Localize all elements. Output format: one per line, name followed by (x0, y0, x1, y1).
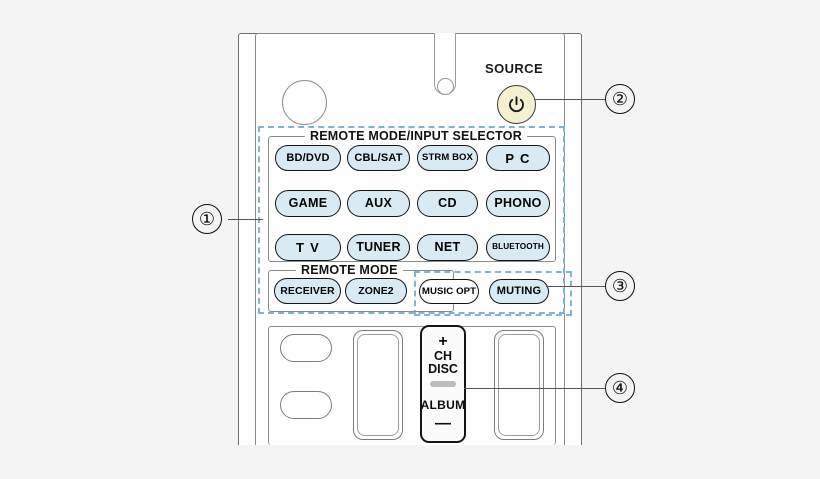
callout-2: ② (605, 84, 635, 114)
button-tuner[interactable]: TUNER (347, 234, 410, 261)
leader-line-2 (534, 99, 607, 100)
button-tv[interactable]: T V (275, 234, 341, 261)
ir-emitter-icon (437, 78, 454, 95)
button-pc[interactable]: P C (486, 145, 550, 171)
rocker-disc-label: DISC (428, 362, 458, 376)
bottom-rocker-left-inner (357, 334, 399, 436)
button-zone2[interactable]: ZONE2 (345, 278, 407, 304)
rocker-plus-label: + (438, 333, 448, 350)
bottom-button-lower-left[interactable] (280, 391, 332, 419)
button-cbl-sat[interactable]: CBL/SAT (347, 145, 410, 171)
power-icon (507, 95, 526, 114)
callout-1: ① (192, 204, 222, 234)
leader-line-4 (464, 388, 607, 389)
leader-line-1 (228, 219, 263, 220)
bottom-button-upper-left[interactable] (280, 334, 332, 362)
input-selector-caption: REMOTE MODE/INPUT SELECTOR (305, 129, 527, 143)
button-game[interactable]: GAME (275, 190, 341, 217)
rocker-divider (430, 381, 456, 387)
button-bluetooth[interactable]: BLUETOOTH (486, 234, 550, 261)
button-phono[interactable]: PHONO (486, 190, 550, 217)
rocker-minus-label: — (435, 415, 451, 432)
button-music-opt[interactable]: MUSIC OPT (419, 279, 479, 304)
rocker-ch-label: CH (433, 349, 453, 363)
button-receiver[interactable]: RECEIVER (274, 278, 341, 304)
callout-4: ④ (605, 373, 635, 403)
button-strm-box[interactable]: STRM BOX (417, 145, 478, 171)
bottom-rocker-right-inner (498, 334, 540, 436)
button-net[interactable]: NET (417, 234, 478, 261)
leader-line-3 (546, 286, 607, 287)
button-bd-dvd[interactable]: BD/DVD (275, 145, 341, 171)
rocker-album-label: ALBUM (420, 398, 466, 412)
bottom-section-frame (268, 326, 556, 445)
source-power-button[interactable] (497, 85, 536, 124)
remote-mode-caption: REMOTE MODE (296, 263, 403, 277)
source-label: SOURCE (485, 61, 544, 76)
unlabeled-round-button[interactable] (282, 80, 327, 125)
callout-3: ③ (605, 271, 635, 301)
button-cd[interactable]: CD (417, 190, 478, 217)
button-aux[interactable]: AUX (347, 190, 410, 217)
button-muting[interactable]: MUTING (489, 279, 549, 304)
